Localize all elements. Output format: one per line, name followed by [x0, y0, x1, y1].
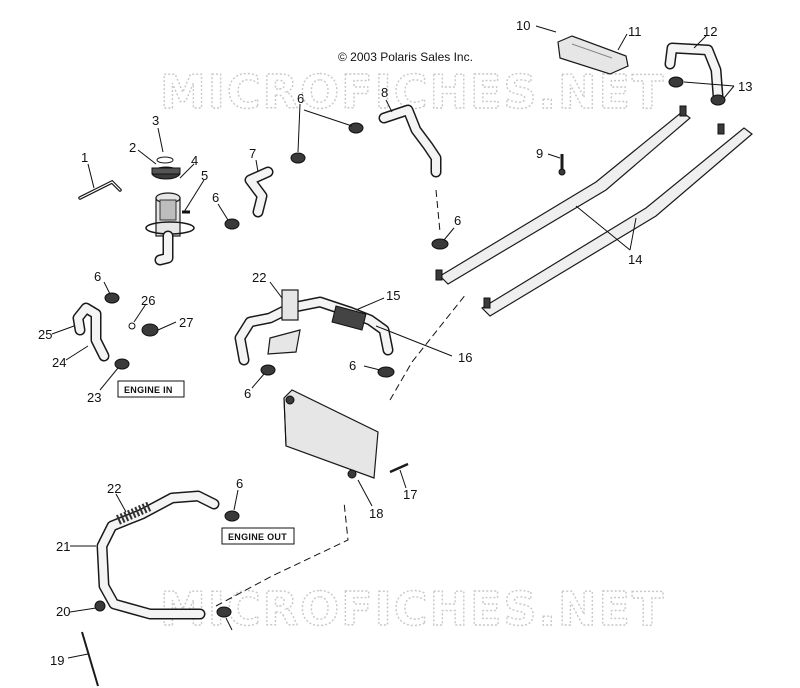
callout-10: 10: [516, 18, 530, 33]
callout-7: 7: [249, 146, 256, 161]
callout-23: 23: [87, 390, 101, 405]
strap-19: [81, 631, 99, 687]
callout-4: 4: [191, 153, 198, 168]
callout-2: 2: [129, 140, 136, 155]
callout-22-a: 22: [252, 270, 266, 285]
callout-1: 1: [81, 150, 88, 165]
callout-19: 19: [50, 653, 64, 668]
cover-11: [557, 35, 629, 75]
callout-16: 16: [458, 350, 472, 365]
upper-hose-7: [244, 166, 274, 218]
callout-12: 12: [703, 24, 717, 39]
callout-20: 20: [56, 604, 70, 619]
callout-17: 17: [403, 487, 417, 502]
callout-24: 24: [52, 355, 66, 370]
callout-18: 18: [369, 506, 383, 521]
callout-26: 26: [141, 293, 155, 308]
hex-wrench: [78, 179, 122, 200]
clamp-23: [114, 358, 130, 370]
engine-out-label: ENGINE OUT: [228, 532, 287, 542]
connection-lines: [215, 189, 467, 607]
engine-out-box: ENGINE OUT: [221, 527, 295, 545]
callout-8: 8: [381, 85, 388, 100]
callout-13: 13: [738, 79, 752, 94]
bleeder-17: [389, 462, 409, 474]
lower-hose-21: [96, 490, 220, 620]
hose-12: [664, 42, 724, 102]
hose-clamps: [104, 76, 726, 618]
hose-8: [378, 104, 442, 178]
callout-5: 5: [201, 168, 208, 183]
callout-6-g: 6: [236, 476, 243, 491]
leader-lines: [51, 25, 735, 659]
callout-3: 3: [152, 113, 159, 128]
copyright-text: © 2003 Polaris Sales Inc.: [338, 50, 473, 64]
washer-26: [128, 322, 136, 330]
clip-20: [94, 600, 106, 612]
callout-14: 14: [628, 252, 642, 267]
callout-6-d: 6: [454, 213, 461, 228]
callout-15: 15: [386, 288, 400, 303]
callout-6-f: 6: [244, 386, 251, 401]
engine-in-label: ENGINE IN: [124, 385, 173, 395]
hose-24-25: [72, 302, 110, 362]
callout-numbers: 1 2 3 4 5 6 6 6 6 6 6 6 7 8 9 10 11 12 1…: [38, 18, 752, 668]
heat-exchanger-rails-14: [435, 105, 753, 317]
callout-6-a: 6: [297, 91, 304, 106]
callout-21: 21: [56, 539, 70, 554]
pump-assembly: [234, 289, 394, 366]
callout-25: 25: [38, 327, 52, 342]
callout-27: 27: [179, 315, 193, 330]
engine-in-box: ENGINE IN: [117, 380, 185, 398]
watermark-bottom: MICROFICHES.NET: [160, 582, 665, 636]
callout-22-b: 22: [107, 481, 121, 496]
clamp-27: [141, 323, 159, 337]
callout-9: 9: [536, 146, 543, 161]
callout-6-c: 6: [94, 269, 101, 284]
callout-6-b: 6: [212, 190, 219, 205]
coolant-reservoir: [145, 156, 195, 266]
radiator-18: [283, 389, 379, 479]
callout-11: 11: [628, 24, 642, 39]
callout-6-e: 6: [349, 358, 356, 373]
bleeder-9: [558, 154, 566, 176]
